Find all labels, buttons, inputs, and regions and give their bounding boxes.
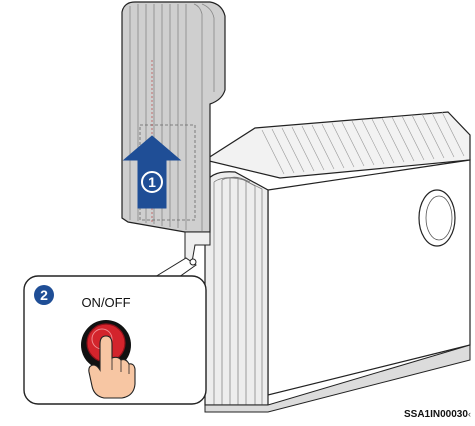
step2-badge: 2 bbox=[34, 285, 54, 305]
step2-callout: 2 ON/OFF bbox=[23, 275, 207, 405]
front-edge-ribs bbox=[213, 176, 263, 405]
side-window bbox=[418, 189, 456, 247]
hand-pointer-icon bbox=[88, 335, 136, 399]
switch-location-marker bbox=[189, 258, 197, 266]
step1-number: 1 bbox=[148, 174, 156, 190]
figure-reference: SSA1IN00030 bbox=[404, 409, 468, 420]
switch-label: ON/OFF bbox=[81, 295, 130, 310]
step2-number: 2 bbox=[40, 287, 48, 303]
step1-badge: 1 bbox=[141, 171, 163, 193]
step1-arrow: 1 bbox=[122, 135, 182, 209]
lifted-cover bbox=[121, 1, 226, 263]
trailing-mark: ‹ bbox=[468, 409, 471, 419]
device-housing bbox=[203, 111, 471, 413]
top-vents bbox=[261, 111, 465, 175]
